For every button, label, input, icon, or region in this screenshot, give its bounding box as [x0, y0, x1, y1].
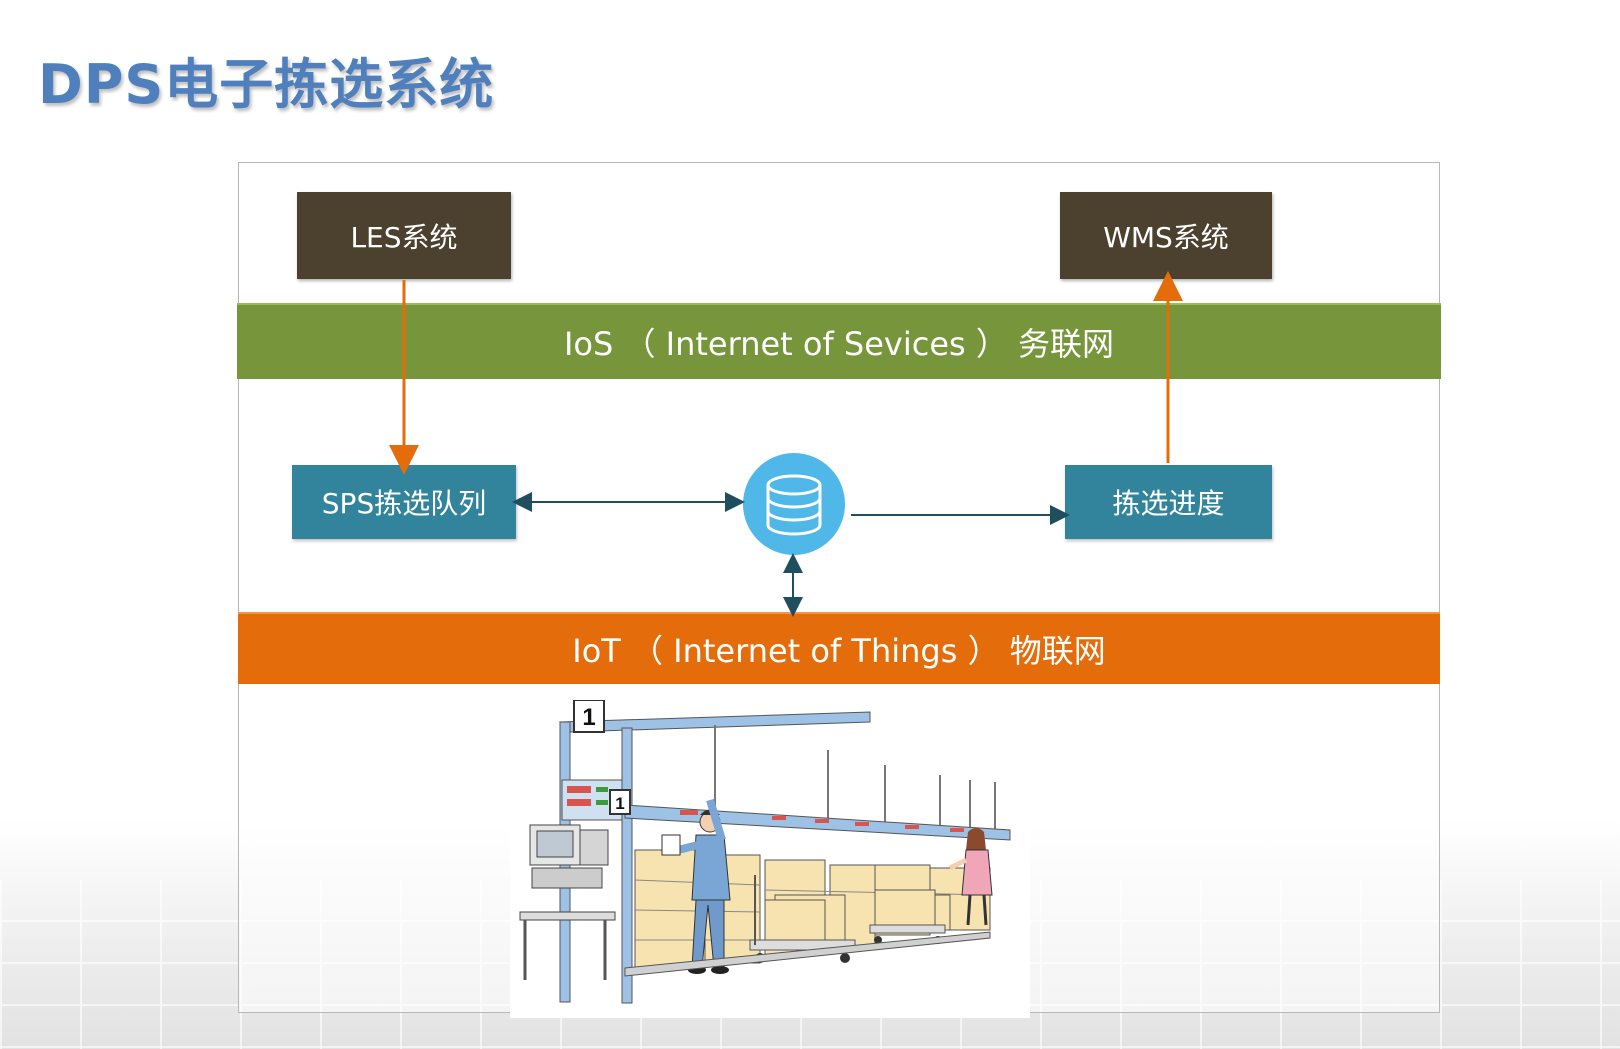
iot-layer-band: IoT （ Internet of Things ） 物联网: [238, 612, 1440, 684]
station-sign-side: [609, 789, 631, 815]
wms-system-box: WMS系统: [1060, 192, 1272, 279]
station-sign-top: [573, 700, 605, 733]
warehouse-picking-illustration: 1 1: [510, 700, 1030, 1018]
ios-layer-band: IoS （ Internet of Sevices ） 务联网: [237, 303, 1441, 379]
station-number-top: 1: [582, 704, 595, 731]
les-system-box: LES系统: [297, 192, 511, 279]
database-icon: [766, 474, 822, 536]
progress-box: 拣选进度: [1065, 465, 1272, 539]
sps-queue-box: SPS拣选队列: [292, 465, 516, 539]
page-title: DPS电子拣选系统: [38, 53, 495, 116]
database-node: [743, 453, 845, 555]
station-number-side: 1: [615, 794, 624, 813]
